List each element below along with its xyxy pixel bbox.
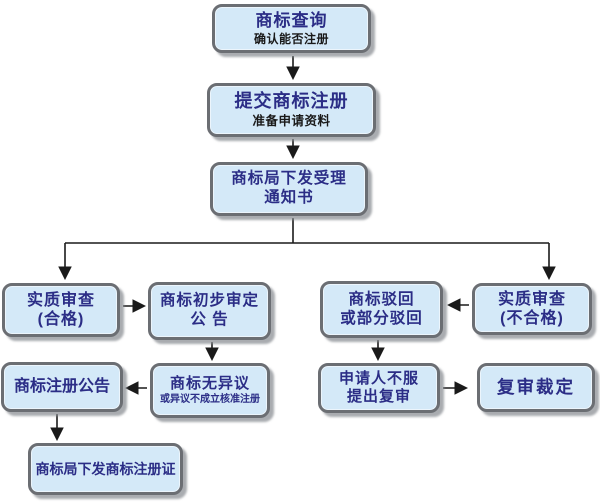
node-registration-certificate: 商标局下发商标注册证 — [28, 443, 183, 495]
node-title: 商标查询 — [255, 10, 328, 30]
node-title: 商标无异议 — [169, 375, 250, 392]
node-no-objection: 商标无异议 或异议不成立核准注册 — [150, 363, 270, 418]
node-title: 申请人不服 提出复审 — [338, 370, 419, 405]
node-submit-registration: 提交商标注册 准备申请资料 — [207, 83, 376, 137]
node-subtitle: 确认能否注册 — [253, 32, 329, 46]
node-substantive-exam-pass: 实质审查 (合格) — [2, 283, 120, 337]
node-review-decision: 复审裁定 — [477, 363, 595, 412]
node-title: 实质审查 (合格) — [26, 291, 95, 328]
node-rejection-or-partial-rejection: 商标驳回 或部分驳回 — [320, 281, 443, 338]
node-preliminary-approval-announcement: 商标初步审定 公 告 — [148, 282, 271, 340]
node-title: 商标局下发受理 通知书 — [231, 170, 347, 206]
node-substantive-exam-fail: 实质审查 (不合格) — [472, 283, 592, 335]
node-subtitle: 准备申请资料 — [252, 113, 331, 128]
node-title: 实质审查 (不合格) — [497, 290, 566, 327]
node-title: 商标驳回 或部分驳回 — [340, 290, 423, 327]
node-review-request: 申请人不服 提出复审 — [318, 363, 440, 413]
node-acceptance-notice: 商标局下发受理 通知书 — [210, 162, 368, 216]
node-title: 提交商标注册 — [234, 91, 349, 112]
node-title: 商标局下发商标注册证 — [35, 460, 176, 477]
node-title: 商标初步审定 公 告 — [159, 292, 259, 328]
node-registration-announcement: 商标注册公告 — [1, 362, 123, 412]
node-trademark-search: 商标查询 确认能否注册 — [212, 4, 371, 53]
node-title: 商标注册公告 — [13, 378, 110, 396]
node-title: 复审裁定 — [497, 377, 575, 397]
node-subtitle: 或异议不成立核准注册 — [160, 394, 260, 405]
